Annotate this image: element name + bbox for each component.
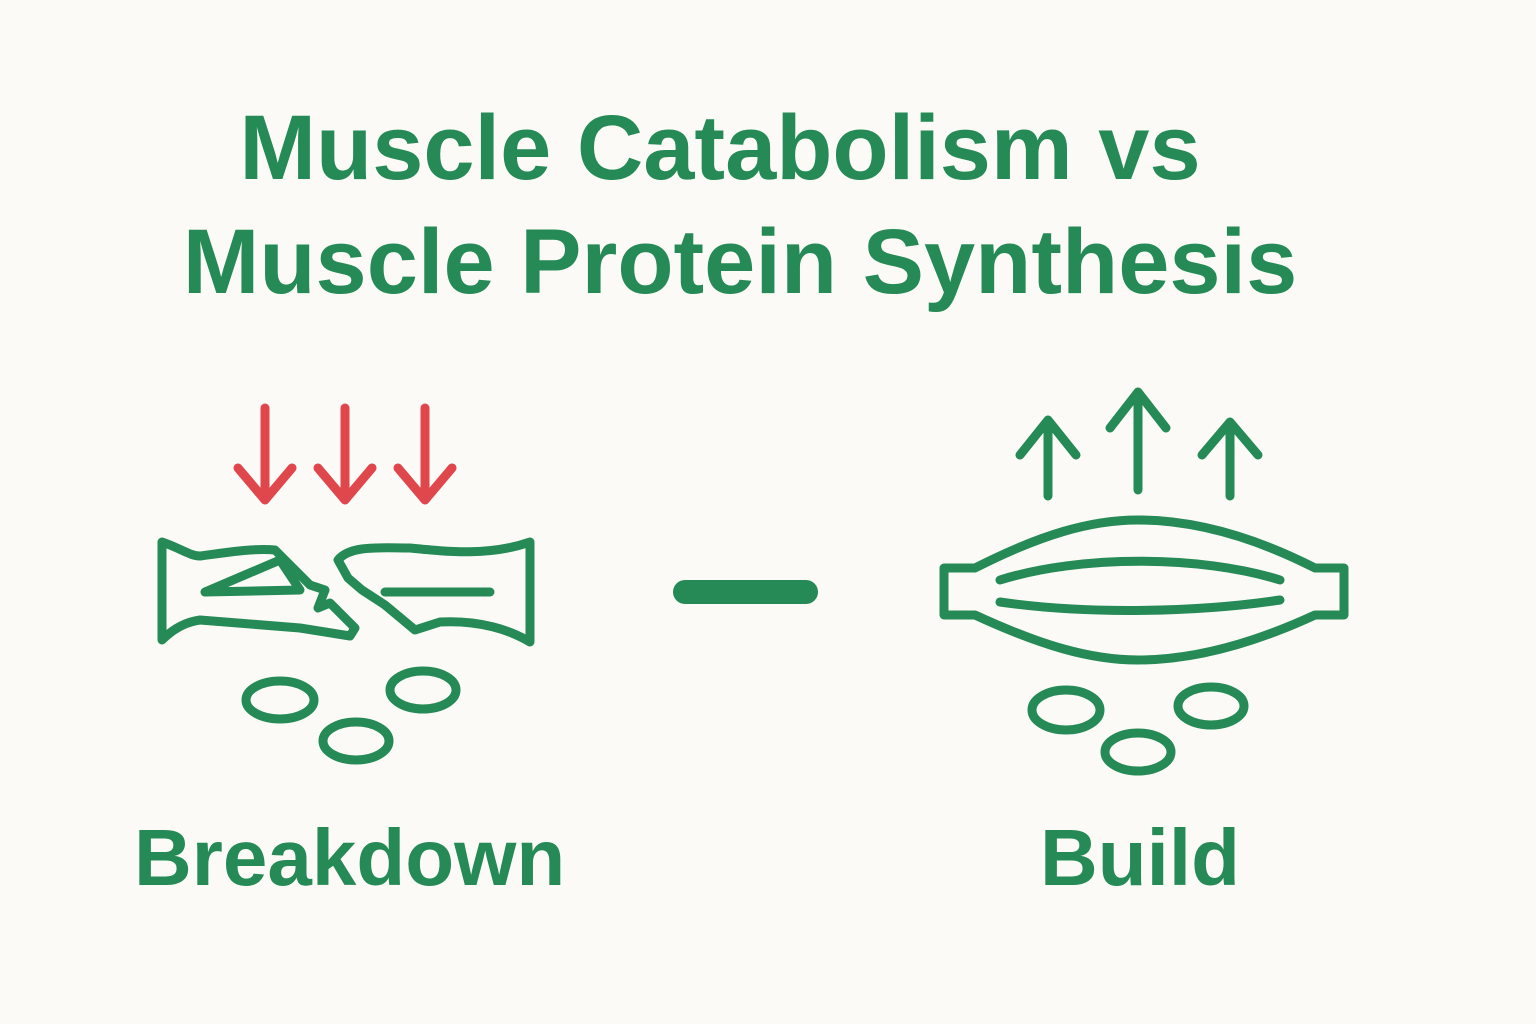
- up-arrows-icon: [1015, 387, 1263, 501]
- title-line-1: Muscle Catabolism vs: [239, 97, 1201, 199]
- title-line-2: Muscle Protein Synthesis: [182, 211, 1298, 313]
- healthy-muscle-icon: [939, 515, 1349, 776]
- down-arrows-icon: [233, 403, 457, 505]
- breakdown-label: Breakdown: [134, 813, 566, 902]
- broken-muscle-icon: [157, 537, 535, 765]
- build-label: Build: [1040, 813, 1240, 902]
